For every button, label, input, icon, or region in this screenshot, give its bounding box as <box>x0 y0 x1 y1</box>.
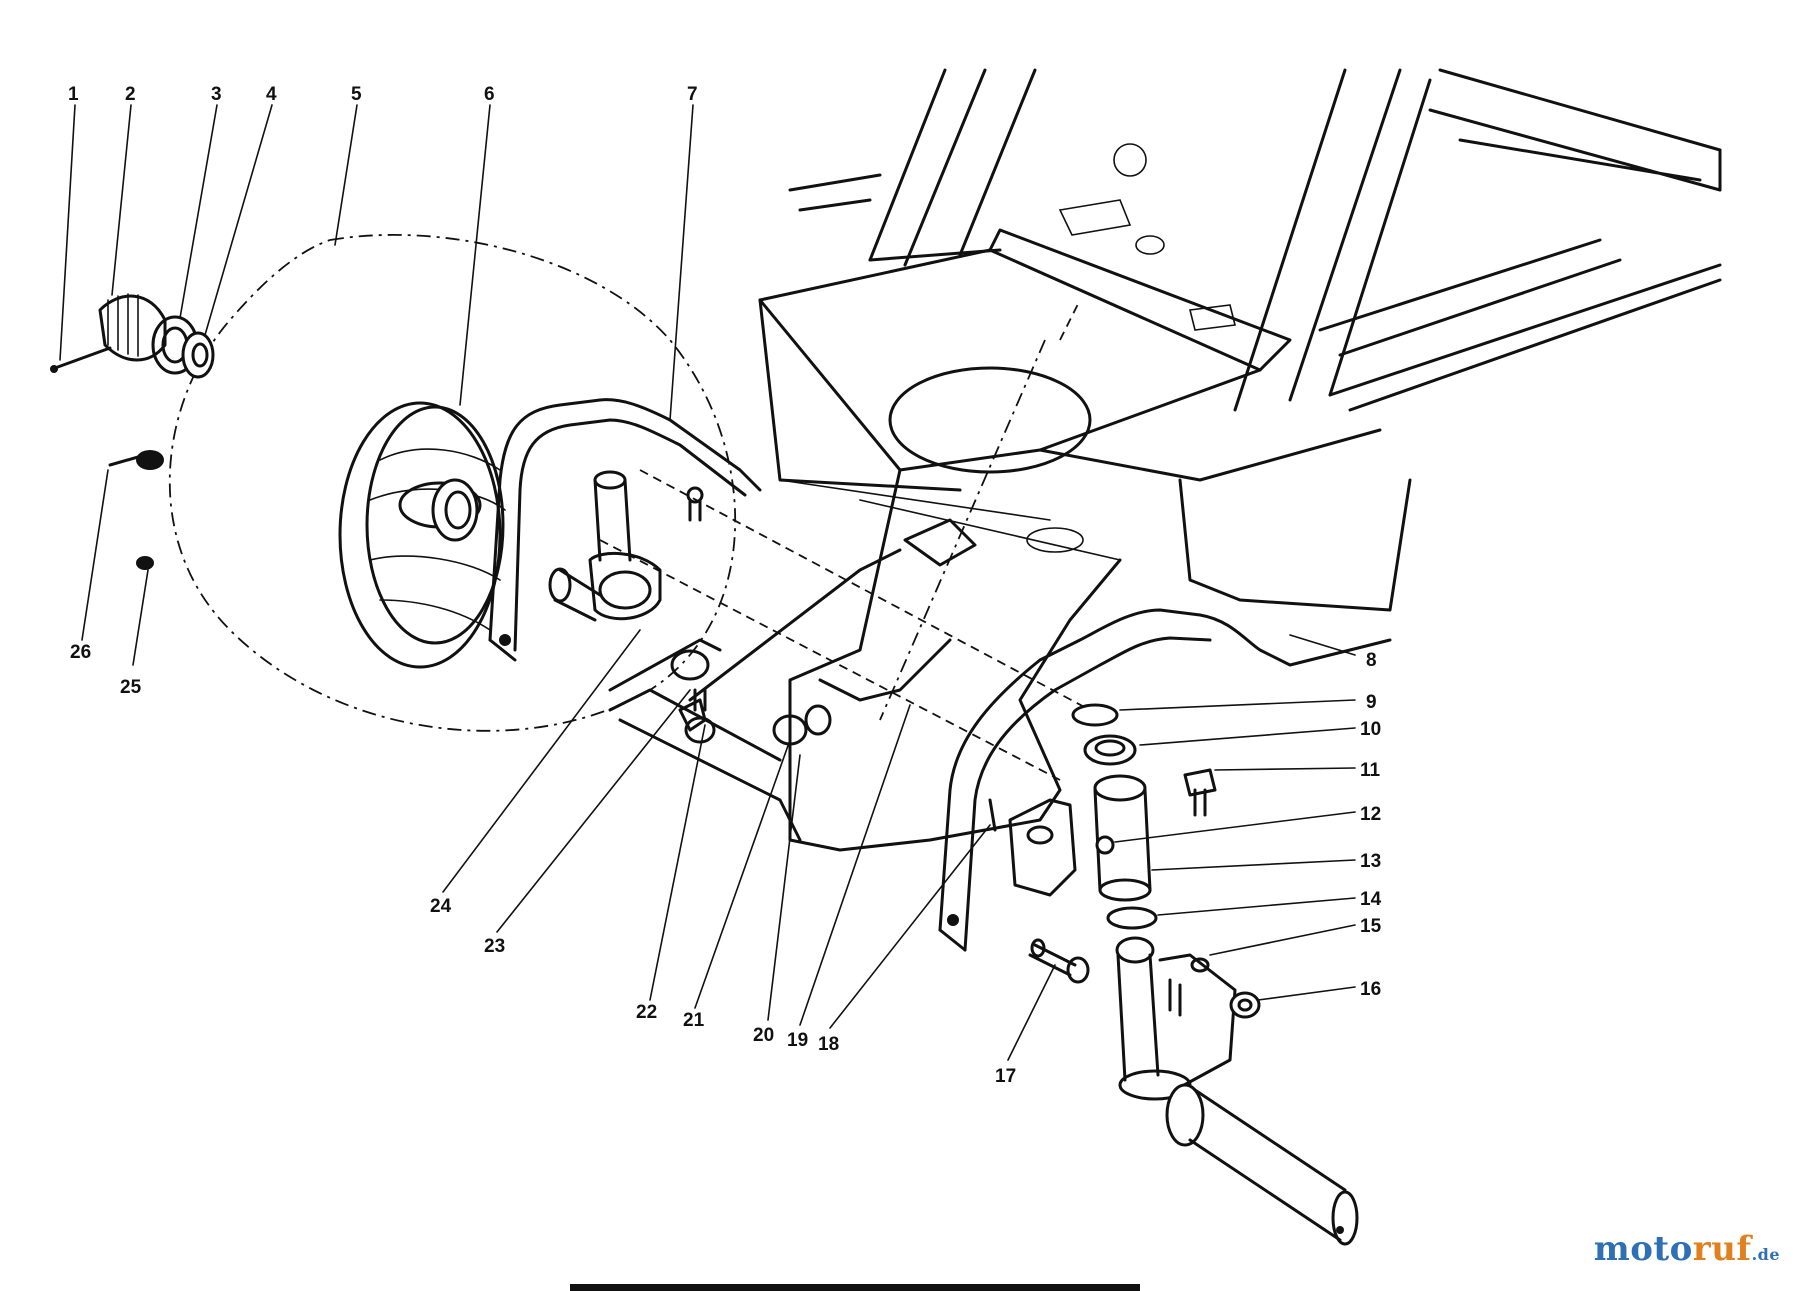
cropped-caption <box>570 1284 1140 1291</box>
callout-23: 23 <box>484 936 505 957</box>
callout-6: 6 <box>484 84 495 105</box>
callout-20: 20 <box>753 1025 774 1046</box>
callout-25: 25 <box>120 677 142 698</box>
callout-5: 5 <box>351 84 362 105</box>
callout-24: 24 <box>430 896 452 917</box>
watermark-part1: moto <box>1593 1229 1693 1269</box>
valve-stem <box>108 450 164 570</box>
callout-13: 13 <box>1360 851 1381 872</box>
callout-15: 15 <box>1360 916 1382 937</box>
axle-bar-left <box>488 398 762 662</box>
callout-9: 9 <box>1366 692 1377 713</box>
callout-labels: 1 2 3 4 5 6 7 8 9 10 11 12 13 14 15 16 1… <box>68 84 1382 1087</box>
right-spindle <box>988 703 1359 1246</box>
callout-16: 16 <box>1360 979 1381 1000</box>
callout-7: 7 <box>687 84 698 105</box>
callout-14: 14 <box>1360 889 1382 910</box>
callout-10: 10 <box>1360 719 1381 740</box>
watermark-logo: motoruf.de <box>1594 1229 1780 1269</box>
callout-17: 17 <box>995 1066 1016 1087</box>
callout-26: 26 <box>70 642 91 663</box>
watermark-part2: ruf <box>1692 1229 1752 1269</box>
leader-lines <box>59 104 1356 1061</box>
callout-1: 1 <box>68 84 79 105</box>
callout-22: 22 <box>636 1002 657 1023</box>
callout-19: 19 <box>787 1030 808 1051</box>
left-spindle <box>548 470 977 746</box>
callout-11: 11 <box>1360 760 1381 781</box>
wheel-hub <box>338 401 506 669</box>
callout-2: 2 <box>125 84 136 105</box>
watermark-suffix: .de <box>1751 1245 1780 1264</box>
callout-4: 4 <box>266 84 277 105</box>
callout-8: 8 <box>1366 650 1377 671</box>
callout-18: 18 <box>818 1034 839 1055</box>
tractor-frame <box>599 68 1722 852</box>
callout-21: 21 <box>683 1010 705 1031</box>
callout-12: 12 <box>1360 804 1381 825</box>
callout-3: 3 <box>211 84 222 105</box>
hub-cap-assembly <box>50 293 215 379</box>
axle-bar-right <box>938 608 1392 952</box>
